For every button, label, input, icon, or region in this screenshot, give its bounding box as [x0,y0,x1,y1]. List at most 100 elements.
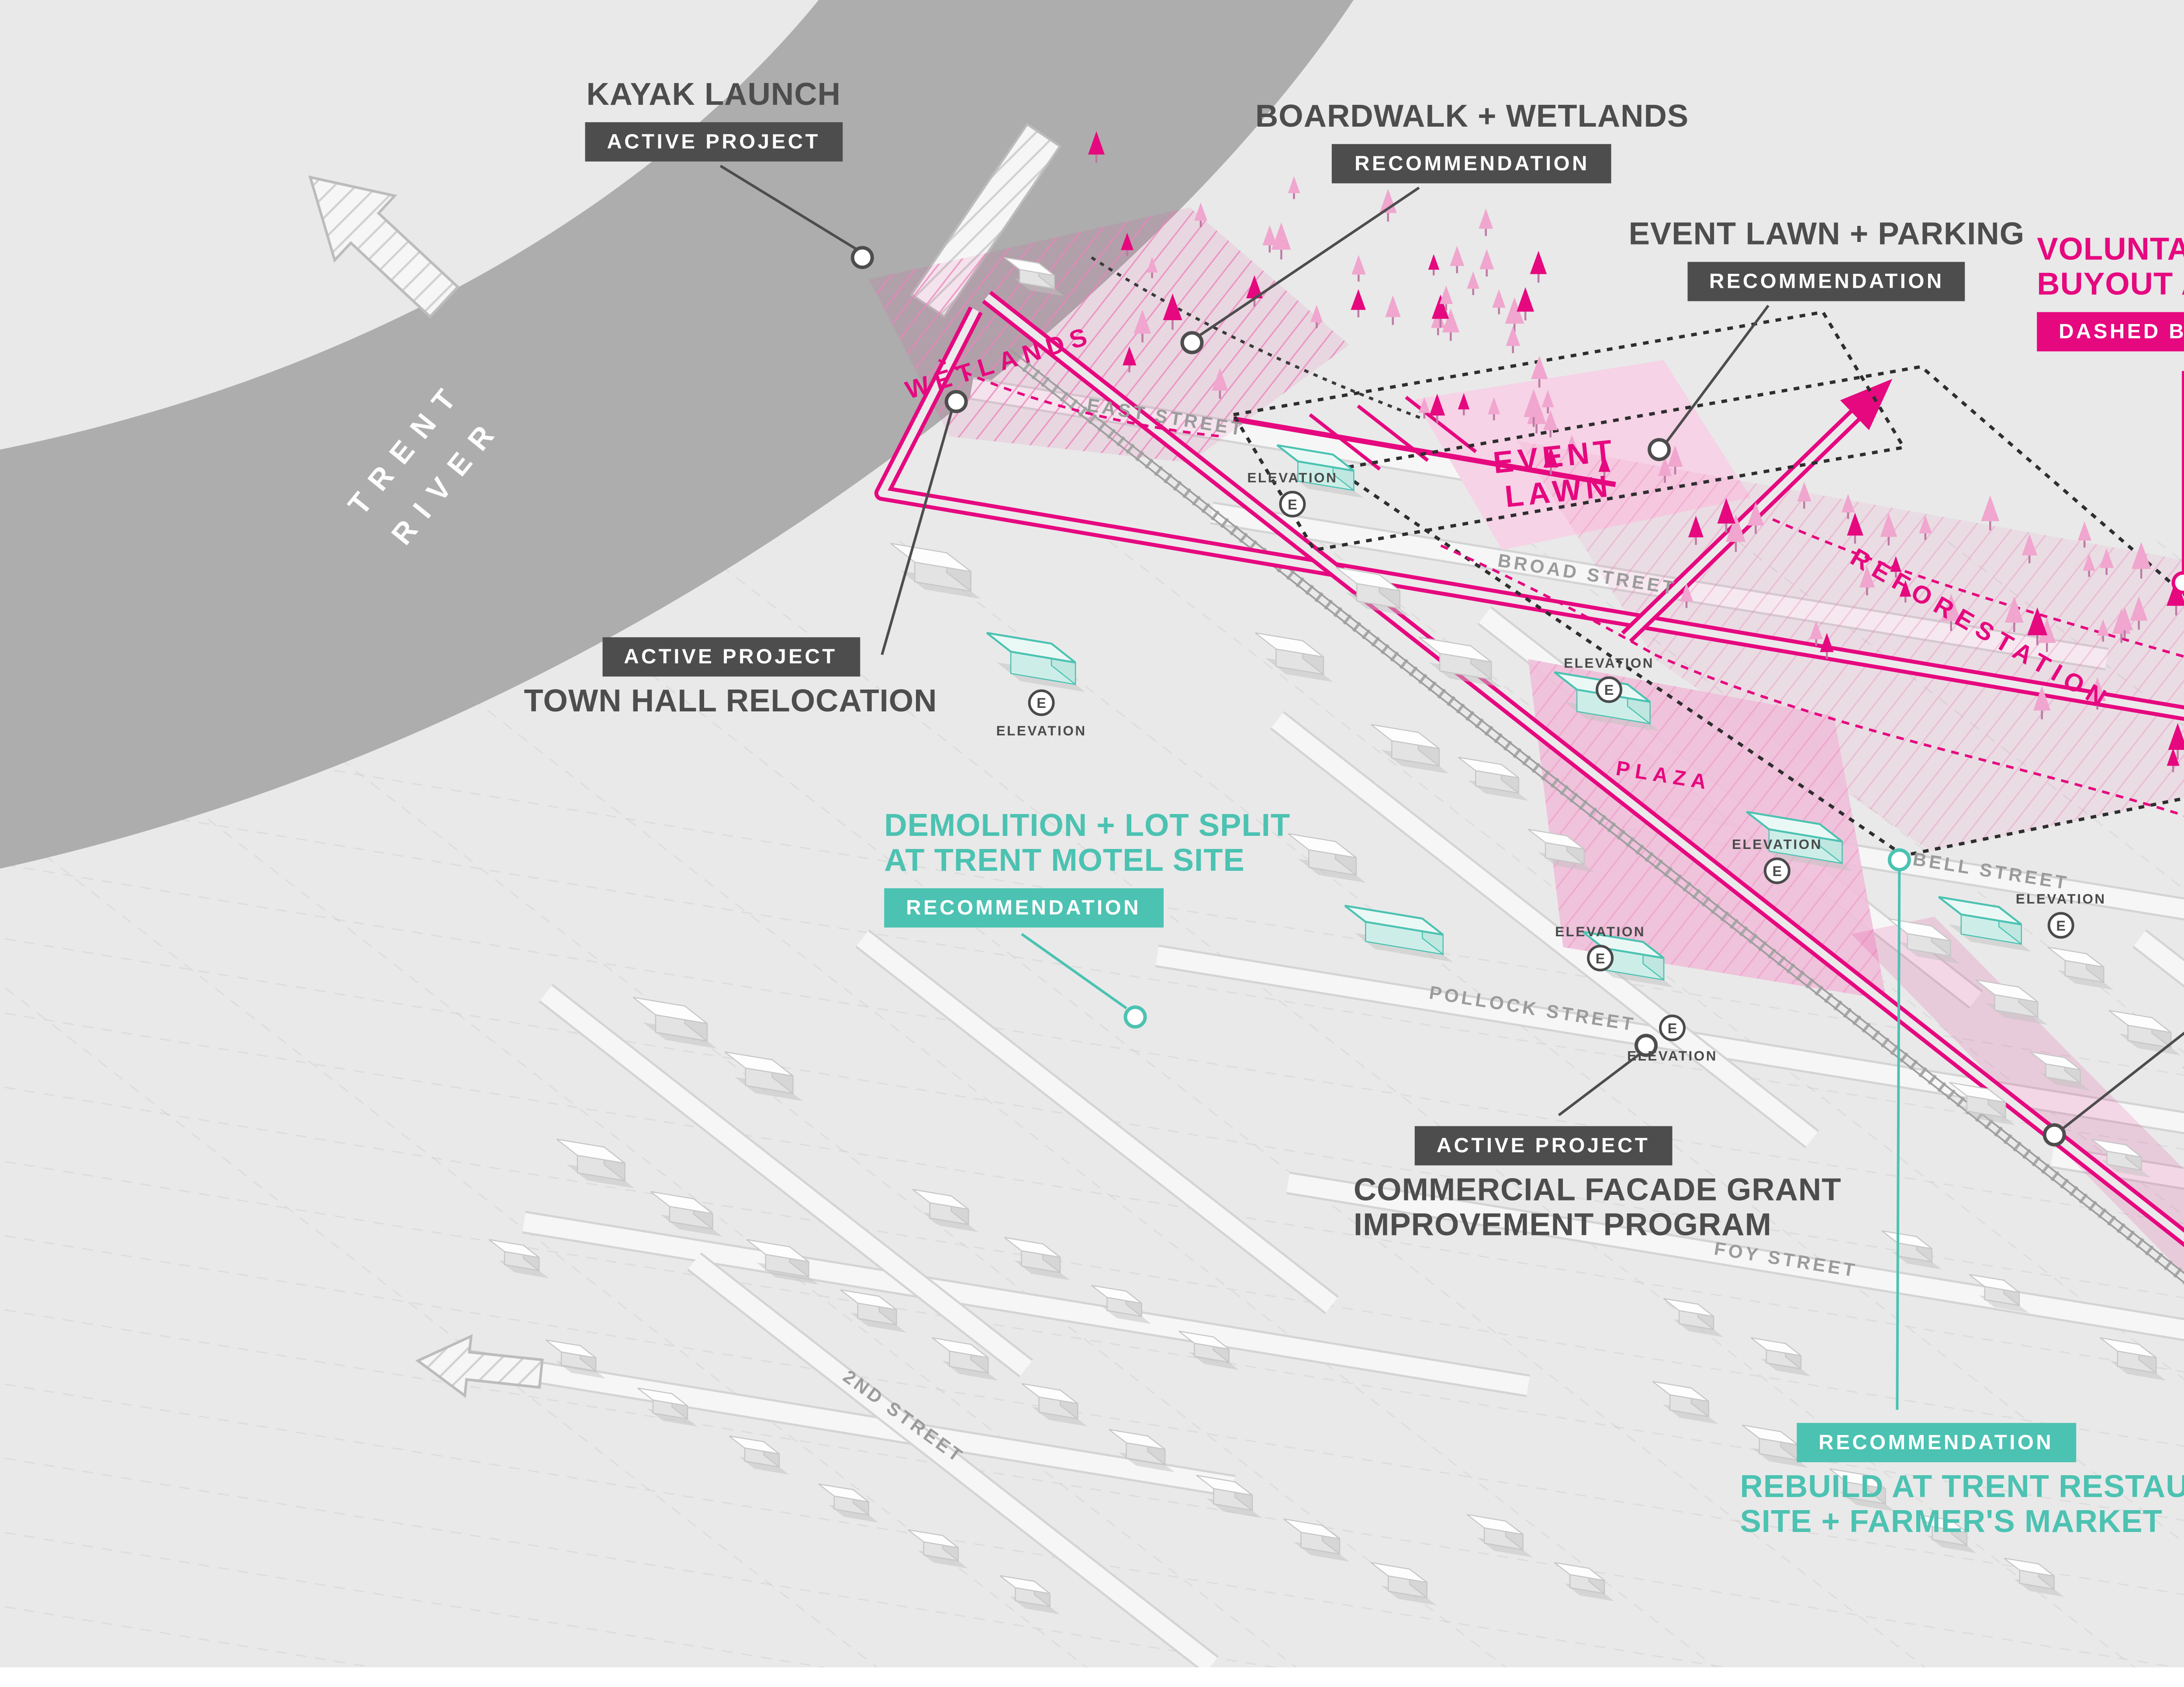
parcel-line [899,541,2184,1544]
street-label-2nd-street: 2ND STREET [839,1365,969,1468]
tree-icon [2027,607,2048,635]
tree-icon [1429,393,1445,416]
road [1286,1173,2184,1339]
parking-row [1405,396,1477,453]
building [1554,1562,1605,1581]
callout-title: SITE + FARMER'S MARKET [1740,1505,2163,1540]
tree-icon [1543,447,1559,468]
building [1949,1082,2006,1103]
leader-target [1123,1005,1147,1029]
tree-icon [1747,502,1764,526]
callout-title: REBUILD AT TRENT RESTAURANT [1740,1470,2184,1505]
building [1091,1285,1142,1304]
status-badge: ACTIVE PROJECT [585,123,843,161]
tree-icon [2167,579,2184,606]
building [1582,931,1665,959]
callout-title: TOWN HALL RELOCATION [524,684,937,719]
building [729,1435,780,1455]
building [1663,1298,1714,1317]
road [1271,713,1818,1147]
callout-title: KAYAK LAUNCH [586,78,841,114]
building [637,1387,688,1407]
building [1418,637,1492,662]
streetscape-band [1851,916,2184,1275]
building [1975,979,2038,1003]
tree-icon [1488,397,1500,414]
building [840,1289,897,1311]
tree-icon [2132,542,2151,569]
building [1283,1518,1340,1539]
building [908,1529,959,1549]
tree-icon [2033,686,2051,711]
parcel-line [480,541,1951,1687]
road [857,931,1337,1313]
building [1969,1274,2020,1293]
elevation-label: ELEVATION [1555,924,1645,939]
leader-line [1021,933,1127,1010]
tree-icon [1899,580,1911,597]
elevation-symbol: E [1037,695,1046,711]
building [1527,828,1585,850]
leader-target [1180,331,1204,355]
parcel-line [689,541,2161,1687]
river-shape [0,0,1354,869]
tree-icon [1288,176,1300,193]
callout-title: IMPROVEMENT PROGRAM [1353,1208,1772,1244]
building [2030,1051,2081,1070]
tree-icon [2099,548,2114,568]
tree-icon [1428,254,1440,270]
tree-icon [1688,515,1704,538]
page-margin [0,1667,2184,1687]
main-street-corridors [874,290,2184,1247]
building [488,1239,539,1258]
leader-target [944,390,968,414]
road [522,1213,1530,1395]
tree-icon [2077,521,2092,541]
building [1466,1514,1524,1535]
building [1196,1475,1253,1496]
tree-icon [1271,222,1291,250]
tree-icon [1725,514,1746,542]
building [1344,904,1444,936]
callout-title: BUYOUT AREA [2037,269,2184,304]
map-label-reforestation: REFORESTATION [1845,545,2115,716]
tree-icon [1458,393,1470,410]
elevation-symbol: E [1288,497,1297,512]
tree-icon [2089,677,2106,701]
callout-voluntary-buyout: VOLUNTARYBUYOUT AREADASHED BOUNDARY [2037,234,2184,360]
tree-icon [1088,131,1105,155]
main-road-center [984,293,2184,1242]
leader-target [2042,1123,2066,1147]
wetlands-hatch [869,207,1349,463]
elevation-label: ELEVATION [1564,655,1654,671]
leader-line [1665,304,1769,444]
status-badge: ACTIVE PROJECT [602,637,859,676]
tree-icon [1859,566,1875,588]
building [1004,257,1055,276]
elevation-circle [1659,1014,1686,1042]
building [650,1191,713,1214]
trees [1088,131,2184,773]
leader-line [719,165,857,250]
road-continuation-arrow [308,175,460,319]
trail [1440,544,1656,656]
leader-line [1558,1053,1641,1117]
street-label-broad-street: BROAD STREET [1496,549,1678,599]
building [1888,918,1951,942]
leader-line [1198,186,1420,338]
tree-icon [1121,232,1134,250]
tree-icon [1479,208,1493,229]
building [1336,567,1400,592]
building [1750,1337,1801,1356]
building [1276,444,1355,472]
tree-icon [2022,534,2038,555]
callout-town-hall-relocation: ACTIVE PROJECT TOWN HALL RELOCATION [524,628,937,720]
building [986,632,1076,664]
map-label-plaza: PLAZA [1614,758,1713,797]
elevation-symbol: E [2056,918,2066,934]
building [818,1483,869,1503]
